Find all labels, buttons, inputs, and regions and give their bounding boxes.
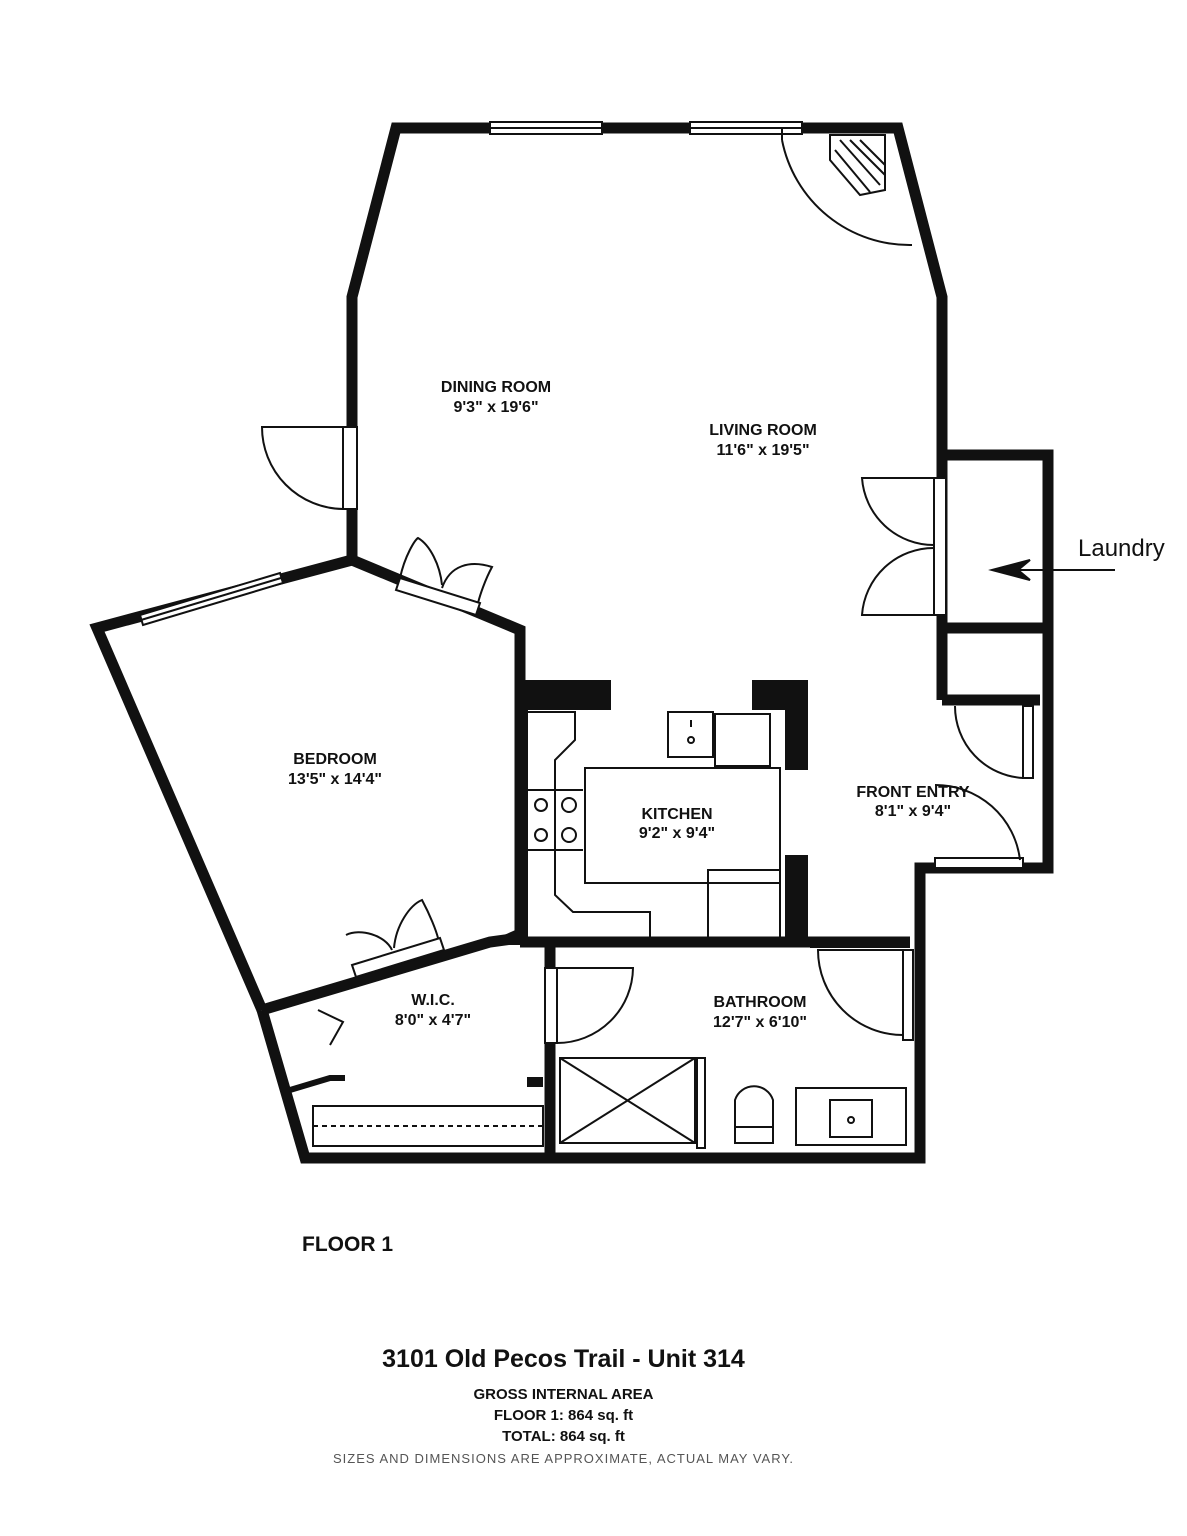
footer: 3101 Old Pecos Trail - Unit 314 GROSS IN… xyxy=(0,1345,1187,1466)
floor-label: FLOOR 1 xyxy=(302,1233,394,1256)
wic-dims: 8'0" x 4'7" xyxy=(395,1012,471,1029)
kitchen-fixtures xyxy=(528,711,781,940)
laundry-arrow xyxy=(988,559,1115,581)
dining-room-name: DINING ROOM xyxy=(441,379,551,396)
floor-area: FLOOR 1: 864 sq. ft xyxy=(493,1407,634,1424)
fireplace xyxy=(781,128,913,247)
area-heading: GROSS INTERNAL AREA xyxy=(473,1386,654,1403)
dining-room-dims: 9'3" x 19'6" xyxy=(453,399,538,416)
total-area: TOTAL: 864 sq. ft xyxy=(502,1428,625,1445)
kitchen-name: KITCHEN xyxy=(641,806,712,823)
front-entry-name: FRONT ENTRY xyxy=(856,784,970,801)
windows xyxy=(138,121,803,627)
wic-name: W.I.C. xyxy=(411,992,455,1009)
bedroom-name: BEDROOM xyxy=(293,751,377,768)
bathroom-fixtures xyxy=(559,1057,907,1149)
front-entry-dims: 8'1" x 9'4" xyxy=(875,803,951,820)
bedroom-dims: 13'5" x 14'4" xyxy=(288,771,382,788)
address-title: 3101 Old Pecos Trail - Unit 314 xyxy=(382,1345,745,1373)
living-room-name: LIVING ROOM xyxy=(709,422,817,439)
room-labels: DINING ROOM 9'3" x 19'6" LIVING ROOM 11'… xyxy=(288,379,970,1031)
kitchen-walls xyxy=(488,680,910,948)
bathroom-name: BATHROOM xyxy=(713,994,806,1011)
doors xyxy=(260,426,1034,1046)
kitchen-dims: 9'2" x 9'4" xyxy=(639,825,715,842)
laundry-label: Laundry xyxy=(1078,535,1165,562)
wic-shelving xyxy=(289,1075,544,1147)
bathroom-dims: 12'7" x 6'10" xyxy=(713,1014,807,1031)
disclaimer: SIZES AND DIMENSIONS ARE APPROXIMATE, AC… xyxy=(333,1451,794,1466)
living-room-dims: 11'6" x 19'5" xyxy=(716,442,809,459)
